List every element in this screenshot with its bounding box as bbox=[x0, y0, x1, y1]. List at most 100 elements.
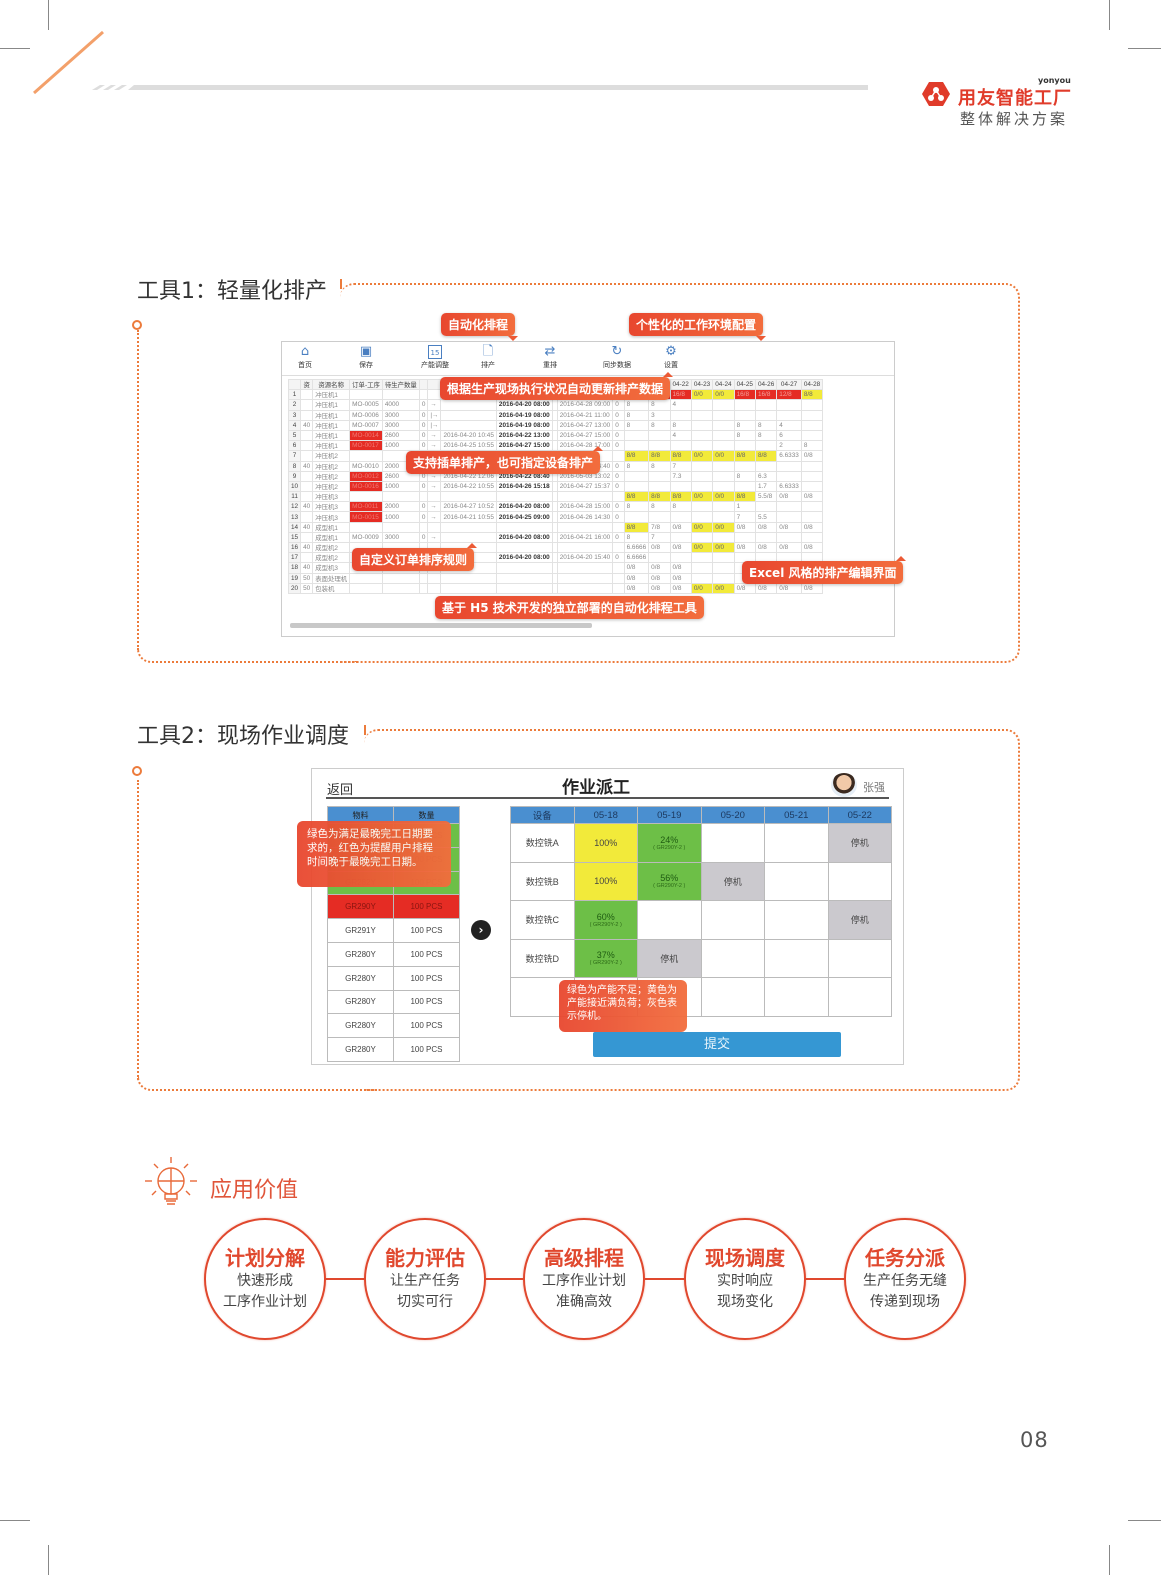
grid-day-cell[interactable]: 0/0 bbox=[690, 450, 714, 462]
grid-day-cell[interactable]: 6.3 bbox=[754, 470, 778, 482]
grid-cell[interactable]: → bbox=[427, 531, 442, 544]
grid-day-cell[interactable]: 8 bbox=[800, 440, 824, 452]
grid-cell[interactable]: 冲压机2 bbox=[312, 470, 351, 482]
grid-day-cell[interactable] bbox=[712, 399, 735, 411]
schedule-cell[interactable] bbox=[700, 977, 765, 1017]
grid-cell[interactable]: 20 bbox=[287, 582, 302, 594]
grid-day-cell[interactable] bbox=[690, 399, 714, 411]
grid-cell[interactable]: 7 bbox=[287, 450, 302, 462]
grid-column-header[interactable]: 04-26 bbox=[754, 378, 778, 391]
grid-day-cell[interactable]: 0/8 bbox=[623, 562, 650, 574]
grid-cell[interactable]: 18 bbox=[287, 562, 302, 574]
grid-cell[interactable] bbox=[612, 521, 625, 533]
grid-day-cell[interactable] bbox=[690, 572, 714, 584]
grid-day-cell[interactable]: 0/8 bbox=[648, 572, 671, 584]
schedule-cell[interactable] bbox=[827, 938, 892, 978]
grid-cell[interactable]: 0 bbox=[612, 429, 625, 442]
grid-day-cell[interactable] bbox=[754, 531, 778, 544]
grid-cell[interactable] bbox=[300, 552, 314, 564]
grid-day-cell[interactable] bbox=[800, 429, 824, 442]
grid-cell[interactable] bbox=[556, 541, 614, 554]
grid-cell[interactable]: 2016-04-22 13:00 bbox=[495, 429, 553, 442]
schedule-cell[interactable]: 56%( GR290Y-2 ) bbox=[637, 861, 702, 901]
grid-day-cell[interactable] bbox=[754, 409, 778, 421]
grid-day-cell[interactable]: 0/8 bbox=[800, 582, 824, 594]
grid-cell[interactable] bbox=[495, 562, 553, 574]
grid-day-cell[interactable] bbox=[669, 552, 692, 564]
grid-cell[interactable]: 2016-04-20 08:00 bbox=[495, 531, 553, 544]
grid-cell[interactable]: 40 bbox=[300, 521, 314, 533]
grid-cell[interactable]: 包装机 bbox=[312, 582, 351, 594]
toolbar-settings-button[interactable]: ⚙设置 bbox=[664, 344, 678, 370]
grid-day-cell[interactable]: 7.3 bbox=[669, 470, 692, 482]
grid-day-cell[interactable] bbox=[623, 470, 650, 482]
grid-day-cell[interactable]: 8/8 bbox=[623, 491, 650, 503]
grid-day-cell[interactable] bbox=[669, 480, 692, 493]
grid-day-cell[interactable]: 0/8 bbox=[776, 582, 802, 594]
grid-day-cell[interactable]: 8/8 bbox=[648, 491, 671, 503]
grid-cell[interactable] bbox=[300, 409, 314, 421]
grid-cell[interactable]: 成型机1 bbox=[312, 521, 351, 533]
grid-cell[interactable] bbox=[349, 450, 383, 462]
grid-cell[interactable]: MO-0010 bbox=[349, 460, 383, 472]
grid-cell[interactable]: 0 bbox=[418, 399, 429, 411]
schedule-cell[interactable] bbox=[764, 977, 829, 1017]
grid-day-cell[interactable]: 0/0 bbox=[712, 389, 735, 401]
grid-day-cell[interactable] bbox=[669, 409, 692, 421]
schedule-cell[interactable]: 24%( GR290Y-2 ) bbox=[637, 823, 702, 863]
grid-cell[interactable] bbox=[300, 389, 314, 401]
grid-cell[interactable]: 40 bbox=[300, 419, 314, 431]
grid-cell[interactable]: 12 bbox=[287, 501, 302, 513]
grid-cell[interactable] bbox=[381, 572, 420, 584]
grid-day-cell[interactable]: 8 bbox=[623, 531, 650, 544]
grid-day-cell[interactable]: 0/0 bbox=[690, 582, 714, 594]
grid-cell[interactable]: 0 bbox=[612, 511, 625, 523]
grid-day-cell[interactable]: 0/8 bbox=[648, 582, 671, 594]
grid-cell[interactable]: 2016-04-21 10:55 bbox=[440, 511, 497, 523]
grid-cell[interactable]: MO-0006 bbox=[349, 409, 383, 421]
grid-day-cell[interactable]: 8/8 bbox=[669, 450, 692, 462]
grid-day-cell[interactable]: 7/8 bbox=[648, 521, 671, 533]
grid-day-cell[interactable]: 12/8 bbox=[776, 389, 802, 401]
grid-day-cell[interactable]: 8 bbox=[648, 460, 671, 472]
grid-day-cell[interactable]: 6.6666 bbox=[623, 552, 650, 564]
grid-cell[interactable] bbox=[300, 511, 314, 523]
grid-cell[interactable]: 冲压机2 bbox=[312, 460, 351, 472]
grid-cell[interactable]: 成型机2 bbox=[312, 541, 351, 554]
grid-day-cell[interactable]: 8 bbox=[648, 399, 671, 411]
grid-cell[interactable] bbox=[418, 572, 429, 584]
grid-cell[interactable]: → bbox=[427, 399, 442, 411]
grid-day-cell[interactable]: 6.6666 bbox=[623, 541, 650, 554]
grid-day-cell[interactable]: 0/8 bbox=[733, 541, 756, 554]
grid-cell[interactable] bbox=[418, 521, 429, 533]
grid-day-cell[interactable] bbox=[690, 531, 714, 544]
grid-cell[interactable] bbox=[495, 582, 553, 594]
grid-cell[interactable]: 2016-04-21 16:00 bbox=[556, 531, 614, 544]
grid-day-cell[interactable] bbox=[648, 480, 671, 493]
schedule-cell[interactable] bbox=[764, 823, 829, 863]
grid-cell[interactable]: 冲压机3 bbox=[312, 491, 351, 503]
submit-button[interactable]: 提交 bbox=[593, 1032, 841, 1057]
grid-day-cell[interactable]: 16/8 bbox=[754, 389, 778, 401]
grid-cell[interactable] bbox=[612, 572, 625, 584]
grid-day-cell[interactable]: 8/8 bbox=[648, 450, 671, 462]
grid-day-cell[interactable] bbox=[800, 501, 824, 513]
grid-cell[interactable]: |→ bbox=[427, 419, 442, 431]
chevron-right-button[interactable]: › bbox=[471, 920, 491, 940]
grid-cell[interactable]: 2000 bbox=[381, 501, 420, 513]
grid-day-cell[interactable] bbox=[712, 460, 735, 472]
schedule-cell[interactable] bbox=[700, 938, 765, 978]
grid-cell[interactable]: 2016-04-20 08:00 bbox=[495, 399, 553, 411]
grid-cell[interactable]: 2016-04-21 11:00 bbox=[556, 409, 614, 421]
grid-cell[interactable]: 3000 bbox=[381, 531, 420, 544]
grid-cell[interactable] bbox=[300, 399, 314, 411]
grid-cell[interactable] bbox=[440, 521, 497, 533]
grid-day-cell[interactable]: 0/0 bbox=[712, 521, 735, 533]
